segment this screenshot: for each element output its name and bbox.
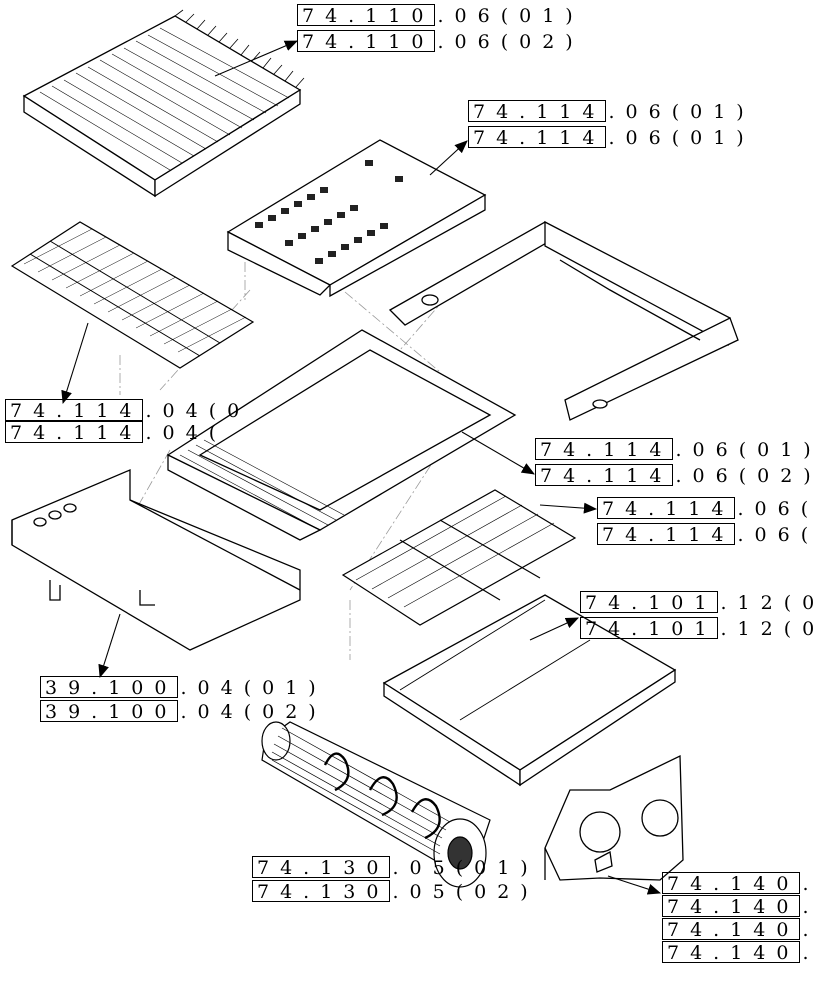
reference-code: 39.100	[40, 700, 179, 723]
reference-code: 74.114	[5, 399, 144, 422]
reference-label[interactable]: 74.114.06(01)	[468, 126, 755, 151]
reference-code: 74.140	[662, 918, 801, 941]
reference-code: 74.140	[662, 895, 801, 918]
upper-sieve-part	[10, 221, 255, 369]
reference-code: 74.114	[535, 438, 674, 461]
reference-code: 74.114	[535, 464, 674, 487]
reference-suffix: .04(01)	[180, 677, 327, 699]
reference-suffix: .04(	[145, 422, 228, 444]
reference-label[interactable]: 39.100.04(01)	[40, 676, 327, 701]
reference-suffix: .06(	[737, 498, 816, 520]
reference-code: 39.100	[40, 676, 179, 699]
reference-suffix: .04(0	[145, 400, 251, 422]
reference-code: 74.140	[662, 872, 801, 895]
reference-label[interactable]: 74.110.06(01)	[297, 4, 584, 29]
reference-code: 74.110	[297, 30, 436, 53]
reference-suffix: .06(02)	[675, 465, 816, 487]
reference-label[interactable]: 74.114.06(01)	[535, 438, 816, 463]
reference-suffix: .05(02)	[392, 881, 539, 903]
lower-sieve-part	[341, 489, 577, 626]
reference-label[interactable]: 74.114.06(	[597, 523, 816, 548]
leader-arrows	[61, 40, 662, 895]
reference-code: 74.101	[580, 617, 719, 640]
reference-suffix: .06(01)	[608, 127, 755, 149]
reference-label[interactable]: 74.114.04(0	[5, 399, 250, 424]
reference-label[interactable]: 74.114.06(01)	[468, 100, 755, 125]
reference-label[interactable]: 74.101.12(0	[580, 617, 816, 642]
reference-label[interactable]: 39.100.04(02)	[40, 700, 327, 725]
fan-rotor-part	[261, 721, 491, 888]
reference-code: 74.110	[297, 4, 436, 27]
reference-label[interactable]: 74.140.	[662, 872, 816, 897]
chassis-part	[11, 469, 301, 651]
grain-pan-part	[22, 9, 305, 198]
reference-code: 74.114	[597, 523, 736, 546]
reference-label[interactable]: 74.101.12(0	[580, 591, 816, 616]
reference-code: 74.114	[468, 126, 607, 149]
reference-suffix: .12(0	[720, 592, 816, 614]
reference-label[interactable]: 74.140.	[662, 895, 816, 920]
reference-code: 74.114	[5, 421, 144, 444]
reference-suffix: .06(	[737, 524, 816, 546]
reference-suffix: .12(0	[720, 618, 816, 640]
reference-label[interactable]: 74.140.	[662, 918, 816, 943]
reference-label[interactable]: 74.140.	[662, 941, 816, 966]
reference-label[interactable]: 74.130.05(01)	[252, 856, 539, 881]
reference-code: 74.130	[252, 880, 391, 903]
shaker-pan-part	[226, 139, 487, 298]
reference-code: 74.114	[597, 497, 736, 520]
reference-suffix: .06(01)	[608, 101, 755, 123]
middle-frame-part	[166, 329, 517, 541]
reference-suffix: .06(02)	[437, 31, 584, 53]
reference-code: 74.114	[468, 100, 607, 123]
reference-suffix: .	[800, 942, 816, 964]
reference-suffix: .	[800, 873, 816, 895]
side-cover-part	[544, 754, 684, 881]
reference-code: 74.130	[252, 856, 391, 879]
reference-label[interactable]: 74.114.06(02)	[535, 464, 816, 489]
reference-suffix: .06(01)	[437, 5, 584, 27]
side-frame-part	[388, 220, 739, 421]
reference-label[interactable]: 74.110.06(02)	[297, 30, 584, 55]
reference-suffix: .04(02)	[180, 701, 327, 723]
reference-suffix: .	[800, 896, 816, 918]
reference-suffix: .05(01)	[392, 857, 539, 879]
reference-code: 74.140	[662, 941, 801, 964]
reference-code: 74.101	[580, 591, 719, 614]
reference-label[interactable]: 74.130.05(02)	[252, 880, 539, 905]
reference-suffix: .06(01)	[675, 439, 816, 461]
reference-label[interactable]: 74.114.04(	[5, 421, 227, 446]
reference-label[interactable]: 74.114.06(	[597, 497, 816, 522]
reference-suffix: .	[800, 919, 816, 941]
